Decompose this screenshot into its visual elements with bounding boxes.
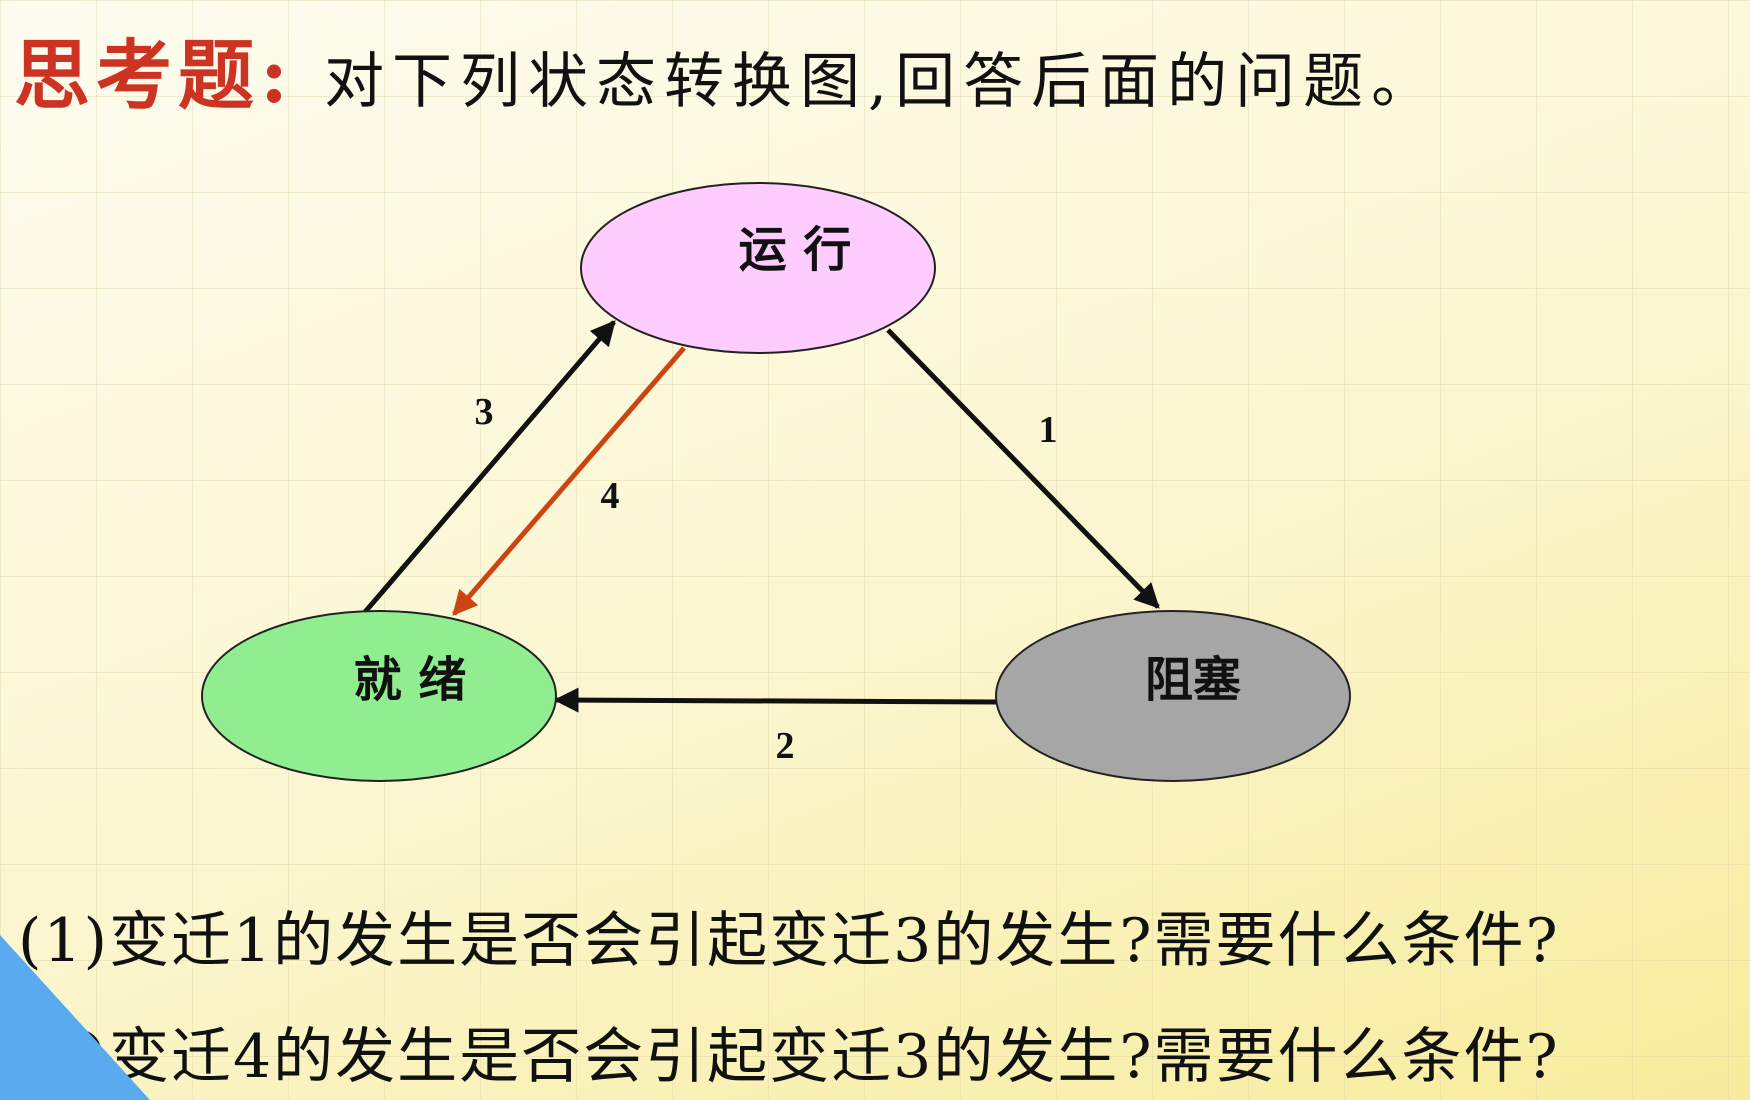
state-blocked-label: 阻塞 bbox=[1145, 652, 1241, 708]
state-blocked bbox=[995, 610, 1351, 782]
corner-accent-triangle bbox=[0, 935, 150, 1100]
state-ready-label: 就 绪 bbox=[354, 652, 467, 708]
question-2: (2)变迁4的发生是否会引起变迁3的发生?需要什么条件? bbox=[18, 1022, 1560, 1092]
edge-1-arrow bbox=[886, 328, 1160, 609]
title-label: 思考题: bbox=[14, 31, 295, 120]
state-running bbox=[580, 182, 936, 354]
title-text: 对下列状态转换图,回答后面的问题。 bbox=[324, 47, 1440, 117]
state-ready bbox=[201, 610, 557, 782]
edge-3-arrow bbox=[363, 320, 616, 614]
edge-2-arrow bbox=[553, 687, 997, 713]
question-1: (1)变迁1的发生是否会引起变迁3的发生?需要什么条件? bbox=[18, 906, 1560, 976]
edge-4-label: 4 bbox=[601, 475, 620, 517]
edge-3-label: 3 bbox=[475, 391, 494, 433]
edge-1-label: 1 bbox=[1039, 409, 1058, 451]
edge-2-label: 2 bbox=[776, 725, 795, 767]
edge-4-arrow bbox=[452, 346, 686, 616]
state-running-label: 运 行 bbox=[739, 222, 852, 278]
title-row: 思考题: 对下列状态转换图,回答后面的问题。 bbox=[14, 14, 1439, 124]
